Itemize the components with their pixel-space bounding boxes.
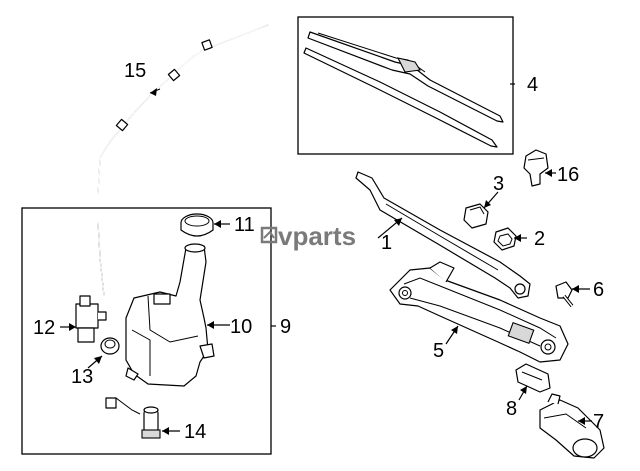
arrow-11 <box>214 220 221 228</box>
wiper-motor-part <box>539 393 605 459</box>
hex-nut-part <box>493 227 517 251</box>
washer-reservoir-part <box>125 243 215 387</box>
washer-nozzle-part <box>523 149 549 187</box>
wiper-arm-part <box>355 171 531 299</box>
callout-10: 10 <box>230 316 252 338</box>
washer-reservoir-group-box <box>21 207 272 455</box>
arm-cap-part <box>463 203 489 229</box>
washer-hose-part <box>97 24 269 196</box>
callout-6: 6 <box>593 279 604 301</box>
wiper-linkage-part <box>389 261 569 363</box>
callout-12: 12 <box>33 317 55 339</box>
callout-7: 7 <box>593 411 604 433</box>
arrow-15 <box>150 88 157 96</box>
arrow-1 <box>394 218 402 226</box>
arrow-3 <box>484 200 491 208</box>
arrow-6 <box>572 285 579 293</box>
arrow-8 <box>520 386 527 394</box>
arrow-14 <box>162 427 169 435</box>
watermark-logo: vparts <box>260 221 356 251</box>
grommet-part <box>100 337 120 355</box>
callout-13: 13 <box>71 366 93 388</box>
arrow-7 <box>578 417 585 425</box>
arrow-2 <box>514 234 521 242</box>
callout-8: 8 <box>506 398 517 420</box>
arrow-13 <box>94 356 102 364</box>
callout-3: 3 <box>493 173 504 195</box>
callout-11: 11 <box>234 214 255 236</box>
bolt-part <box>555 281 574 308</box>
callout-2: 2 <box>534 228 545 250</box>
wiper-blade-group-box <box>297 16 514 155</box>
wiper-blade-part <box>303 31 504 148</box>
level-sensor-part <box>105 397 161 439</box>
callout-16: 16 <box>557 164 579 186</box>
arrow-12 <box>69 323 76 331</box>
pump-hose-inner <box>97 221 105 297</box>
callout-5: 5 <box>433 340 444 362</box>
arrow-10 <box>207 321 214 329</box>
arrow-5 <box>451 326 458 334</box>
callout-9: 9 <box>280 316 291 338</box>
washer-pump-part <box>75 295 107 343</box>
linkage-bracket-part <box>515 363 551 393</box>
callout-15: 15 <box>124 60 146 82</box>
watermark-text: vparts <box>278 221 356 251</box>
callout-14: 14 <box>184 421 206 443</box>
callout-1: 1 <box>381 232 392 254</box>
arrow-16 <box>545 169 552 177</box>
filler-cap-part <box>180 213 214 237</box>
callout-4: 4 <box>527 74 538 96</box>
